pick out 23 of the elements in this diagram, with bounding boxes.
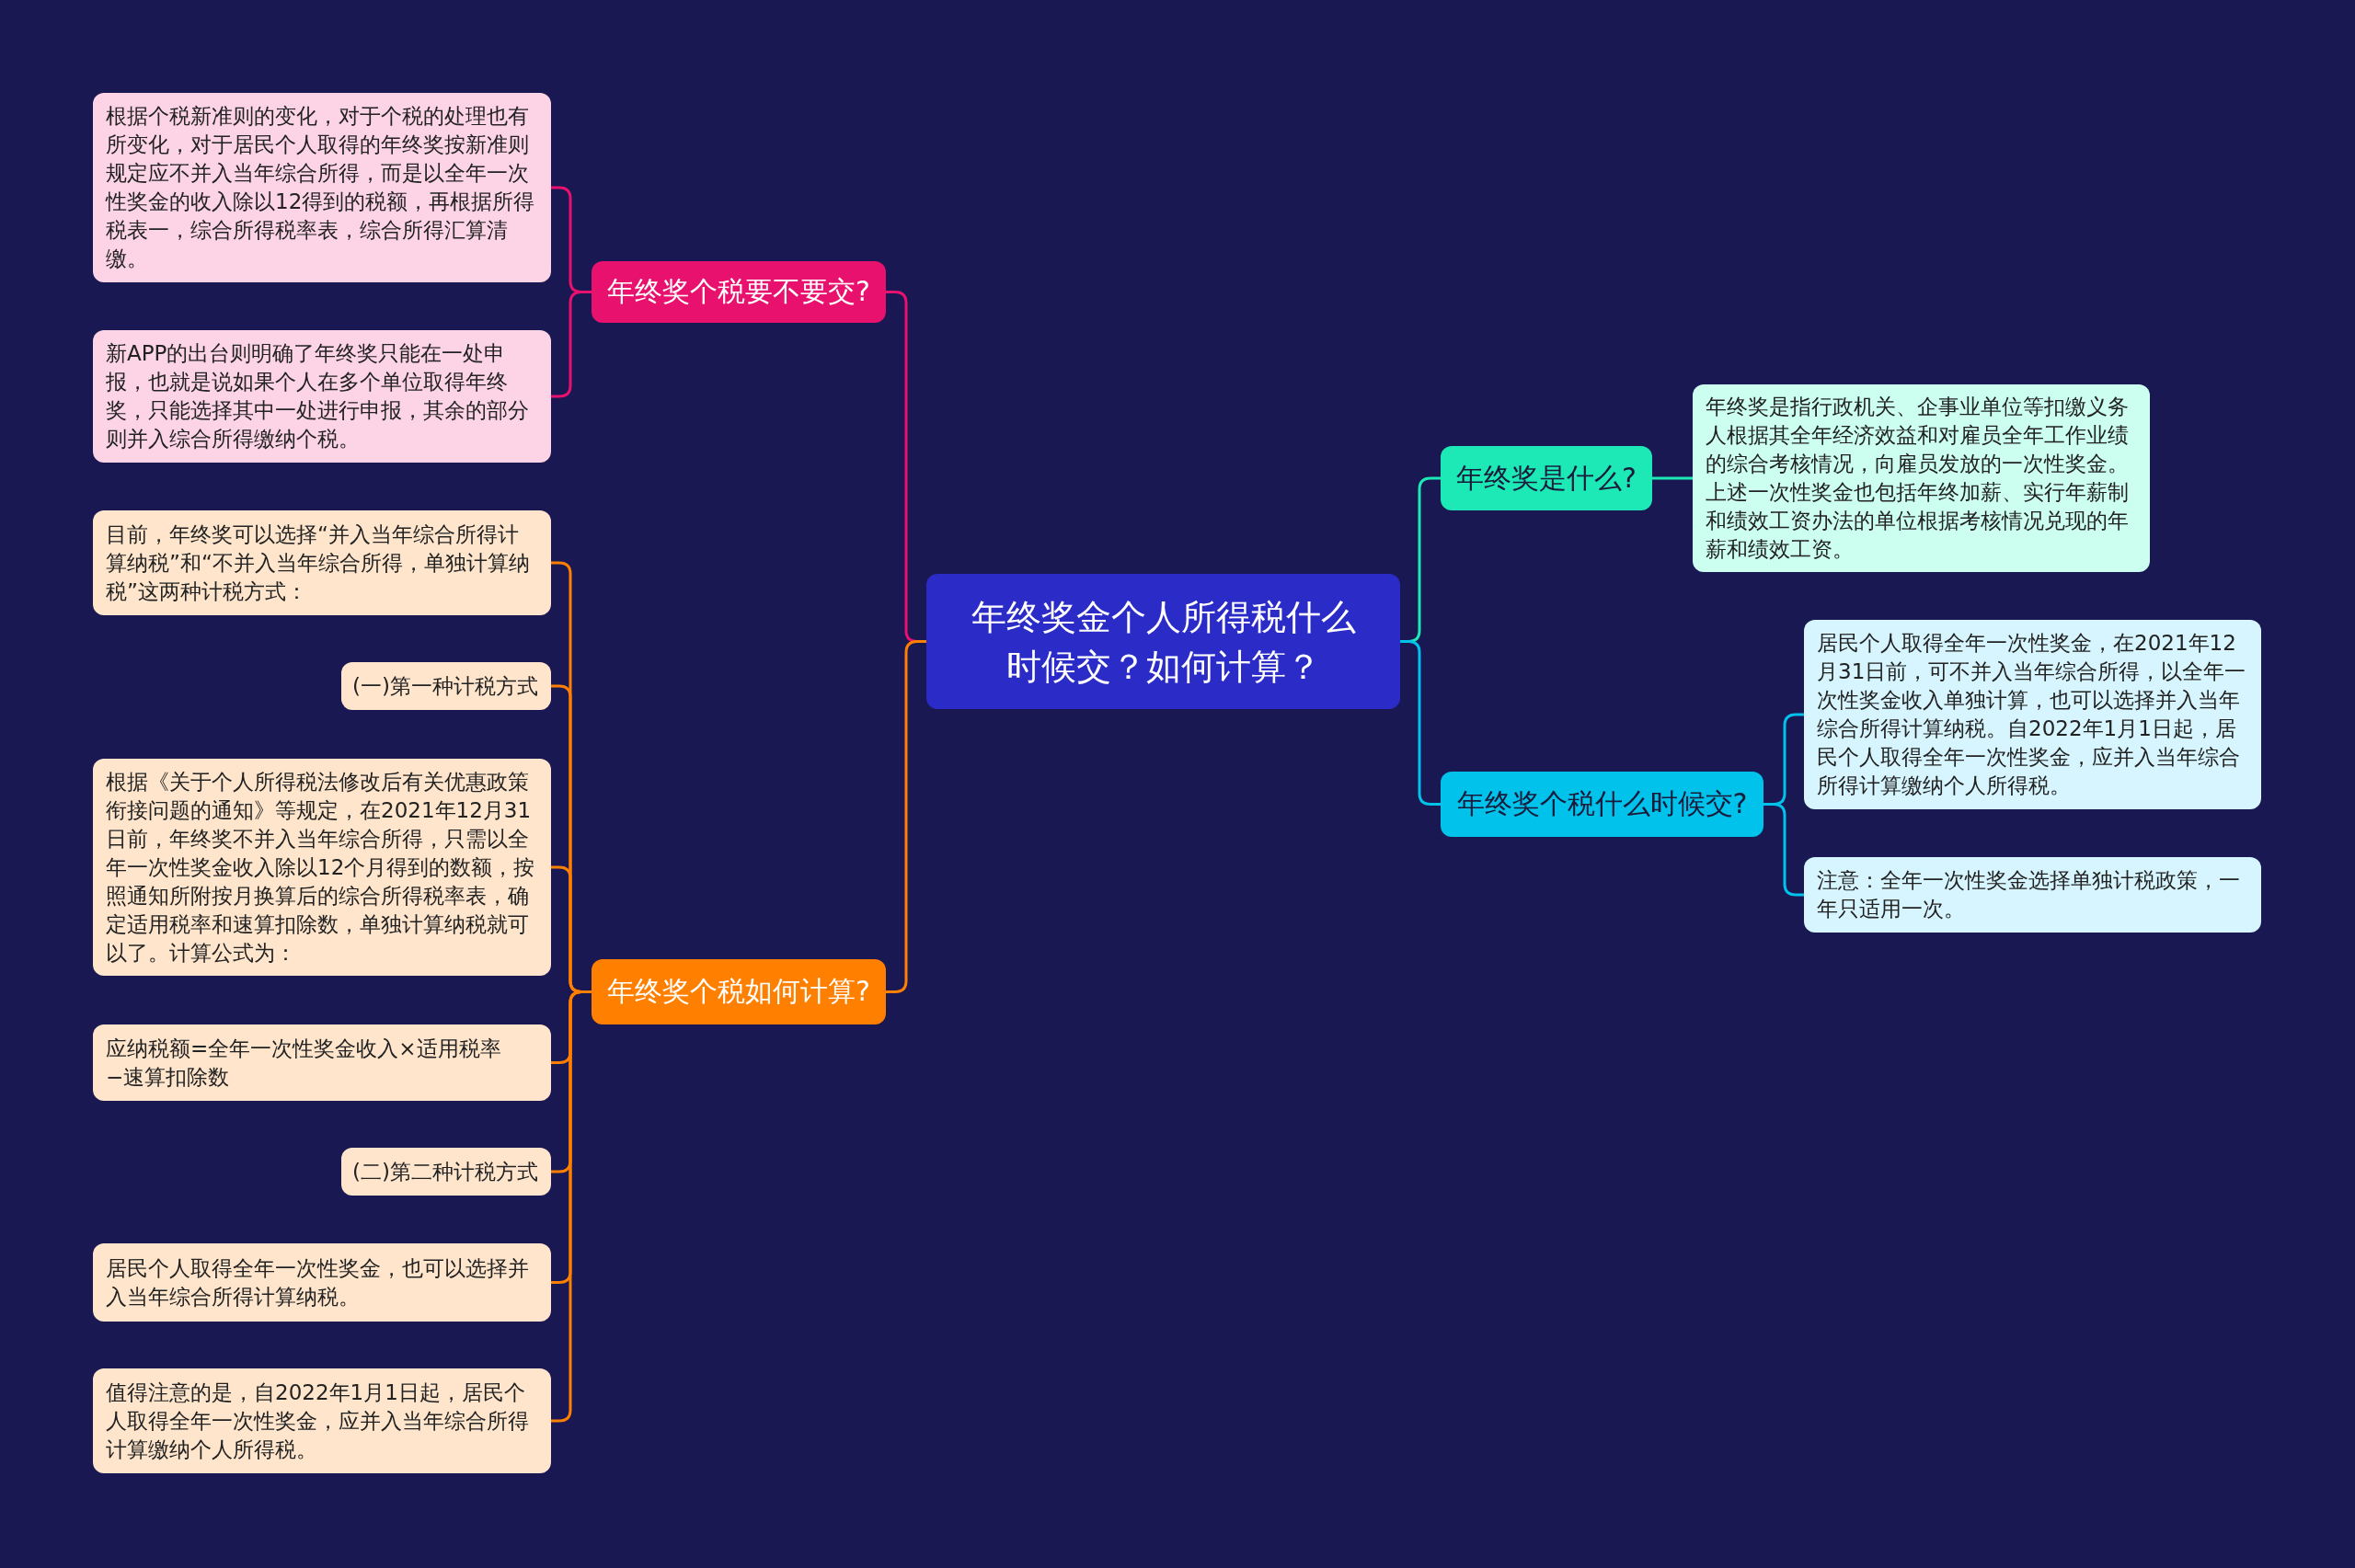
note-box: (一)第一种计税方式 — [341, 662, 551, 710]
note-box: 根据《关于个人所得税法修改后有关优惠政策衔接问题的通知》等规定，在2021年12月31日前，年终奖不并入当年综合所得，只需以全年一次性奖金收入除以12个月得到的数额，按照通知所附按月换算后的综合所得税率表，确定适用税率和速算扣除数，单独计算纳税就可以了。计算公式为： — [93, 759, 551, 976]
branch-topic-box: 年终奖个税如何计算? — [592, 959, 886, 1024]
note-box: 新APP的出台则明确了年终奖只能在一处申报，也就是说如果个人在多个单位取得年终奖，只能选择其中一处进行申报，其余的部分则并入综合所得缴纳个税。 — [93, 330, 551, 463]
connector-line — [886, 640, 926, 993]
note-box: 应纳税额=全年一次性奖金收入×适用税率−速算扣除数 — [93, 1024, 551, 1101]
connector-line — [551, 291, 592, 398]
note-box: (二)第二种计税方式 — [341, 1148, 551, 1196]
branch-topic-box: 年终奖个税什么时候交? — [1441, 772, 1763, 837]
note-box: 年终奖是指行政机关、企事业单位等扣缴义务人根据其全年经济效益和对雇员全年工作业绩的综合考核情况，向雇员发放的一次性奖金。上述一次性奖金也包括年终加薪、实行年薪制和绩效工资办法的单位根据考核情况兑现的年薪和绩效工资。 — [1693, 384, 2150, 572]
note-box: 居民个人取得全年一次性奖金，也可以选择并入当年综合所得计算纳税。 — [93, 1243, 551, 1322]
connector-line — [1652, 476, 1693, 480]
connector-line — [1400, 640, 1441, 806]
connector-line — [551, 990, 592, 1423]
connector-line — [1763, 803, 1804, 897]
note-box: 居民个人取得全年一次性奖金，在2021年12月31日前，可不并入当年综合所得，以全年一次性奖金收入单独计算，也可以选择并入当年综合所得计算纳税。自2022年1月1日起，居民个人取得全年一次性奖金，应并入当年综合所得计算缴纳个人所得税。 — [1804, 620, 2261, 809]
note-box: 值得注意的是，自2022年1月1日起，居民个人取得全年一次性奖金，应并入当年综合所得计算缴纳个人所得税。 — [93, 1368, 551, 1473]
note-box: 注意：全年一次性奖金选择单独计税政策，一年只适用一次。 — [1804, 857, 2261, 933]
central-topic-box: 年终奖金个人所得税什么时候交？如何计算？ — [926, 574, 1400, 709]
note-box: 目前，年终奖可以选择“并入当年综合所得计算纳税”和“不并入当年综合所得，单独计算纳税”这两种计税方式： — [93, 510, 551, 615]
branch-topic-box: 年终奖个税要不要交? — [592, 261, 886, 323]
branch-topic-box: 年终奖是什么? — [1441, 446, 1652, 510]
note-box: 根据个税新准则的变化，对于个税的处理也有所变化，对于居民个人取得的年终奖按新准则规定应不并入当年综合所得，而是以全年一次性奖金的收入除以12得到的税额，再根据所得税表一，综合所得税率表，综合所得汇算清缴。 — [93, 93, 551, 282]
